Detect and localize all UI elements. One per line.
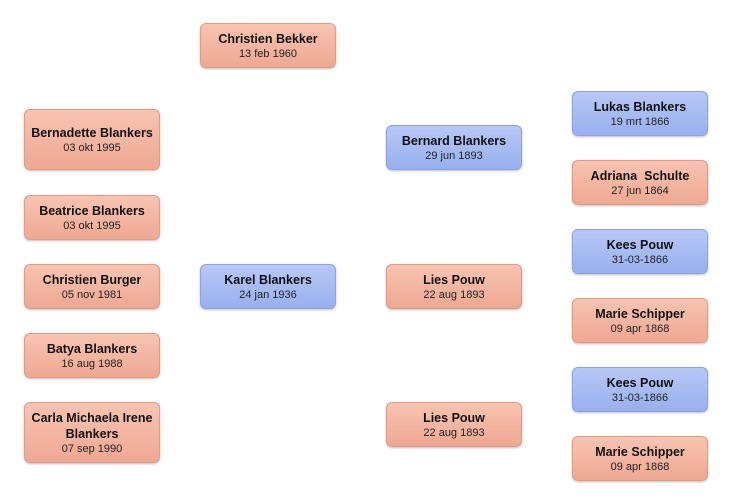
person-name: Christien Bekker xyxy=(218,31,318,46)
person-card-carla-blankers[interactable]: Carla Michaela Irene Blankers 07 sep 199… xyxy=(24,402,160,463)
person-card-lies-pouw[interactable]: Lies Pouw 22 aug 1893 xyxy=(386,402,522,447)
person-birthdate: 09 apr 1868 xyxy=(610,322,670,335)
person-birthdate: 07 sep 1990 xyxy=(61,442,123,455)
person-card-christien-bekker[interactable]: Christien Bekker 13 feb 1960 xyxy=(200,23,336,68)
person-name: Bernadette Blankers xyxy=(31,125,153,140)
person-birthdate: 27 jun 1864 xyxy=(611,184,669,197)
person-name: Lukas Blankers xyxy=(593,99,687,114)
person-birthdate: 22 aug 1893 xyxy=(423,288,485,301)
person-name: Carla Michaela Irene Blankers xyxy=(31,410,153,441)
person-birthdate: 13 feb 1960 xyxy=(238,47,298,60)
person-birthdate: 19 mrt 1866 xyxy=(610,115,670,128)
person-card-batya-blankers[interactable]: Batya Blankers 16 aug 1988 xyxy=(24,333,160,378)
person-name: Bernard Blankers xyxy=(401,133,507,148)
person-name: Lies Pouw xyxy=(423,272,485,287)
person-name: Marie Schipper xyxy=(595,444,685,459)
person-birthdate: 24 jan 1936 xyxy=(239,288,297,301)
person-birthdate: 22 aug 1893 xyxy=(423,426,485,439)
person-name: Karel Blankers xyxy=(224,272,312,287)
person-card-bernard-blankers[interactable]: Bernard Blankers 29 jun 1893 xyxy=(386,125,522,170)
person-card-beatrice-blankers[interactable]: Beatrice Blankers 03 okt 1995 xyxy=(24,195,160,240)
person-name: Beatrice Blankers xyxy=(39,203,145,218)
person-name: Adriana Schulte xyxy=(590,168,690,183)
person-birthdate: 03 okt 1995 xyxy=(63,219,121,232)
person-birthdate: 31-03-1866 xyxy=(611,391,669,404)
person-name: Lies Pouw xyxy=(423,410,485,425)
person-card-lies-pouw[interactable]: Lies Pouw 22 aug 1893 xyxy=(386,264,522,309)
person-birthdate: 16 aug 1988 xyxy=(61,357,123,370)
person-name: Kees Pouw xyxy=(606,237,674,252)
person-card-karel-blankers[interactable]: Karel Blankers 24 jan 1936 xyxy=(200,264,336,309)
person-birthdate: 09 apr 1868 xyxy=(610,460,670,473)
person-card-marie-schipper[interactable]: Marie Schipper 09 apr 1868 xyxy=(572,436,708,481)
person-card-marie-schipper[interactable]: Marie Schipper 09 apr 1868 xyxy=(572,298,708,343)
person-name: Christien Burger xyxy=(42,272,142,287)
person-card-kees-pouw[interactable]: Kees Pouw 31-03-1866 xyxy=(572,367,708,412)
person-card-christien-burger[interactable]: Christien Burger 05 nov 1981 xyxy=(24,264,160,309)
person-card-adriana-schulte[interactable]: Adriana Schulte 27 jun 1864 xyxy=(572,160,708,205)
person-birthdate: 03 okt 1995 xyxy=(63,141,121,154)
person-card-bernadette-blankers[interactable]: Bernadette Blankers 03 okt 1995 xyxy=(24,109,160,170)
person-birthdate: 05 nov 1981 xyxy=(61,288,123,301)
person-card-lukas-blankers[interactable]: Lukas Blankers 19 mrt 1866 xyxy=(572,91,708,136)
person-birthdate: 31-03-1866 xyxy=(611,253,669,266)
person-birthdate: 29 jun 1893 xyxy=(425,149,483,162)
person-name: Batya Blankers xyxy=(46,341,138,356)
person-card-kees-pouw[interactable]: Kees Pouw 31-03-1866 xyxy=(572,229,708,274)
person-name: Kees Pouw xyxy=(606,375,674,390)
person-name: Marie Schipper xyxy=(595,306,685,321)
